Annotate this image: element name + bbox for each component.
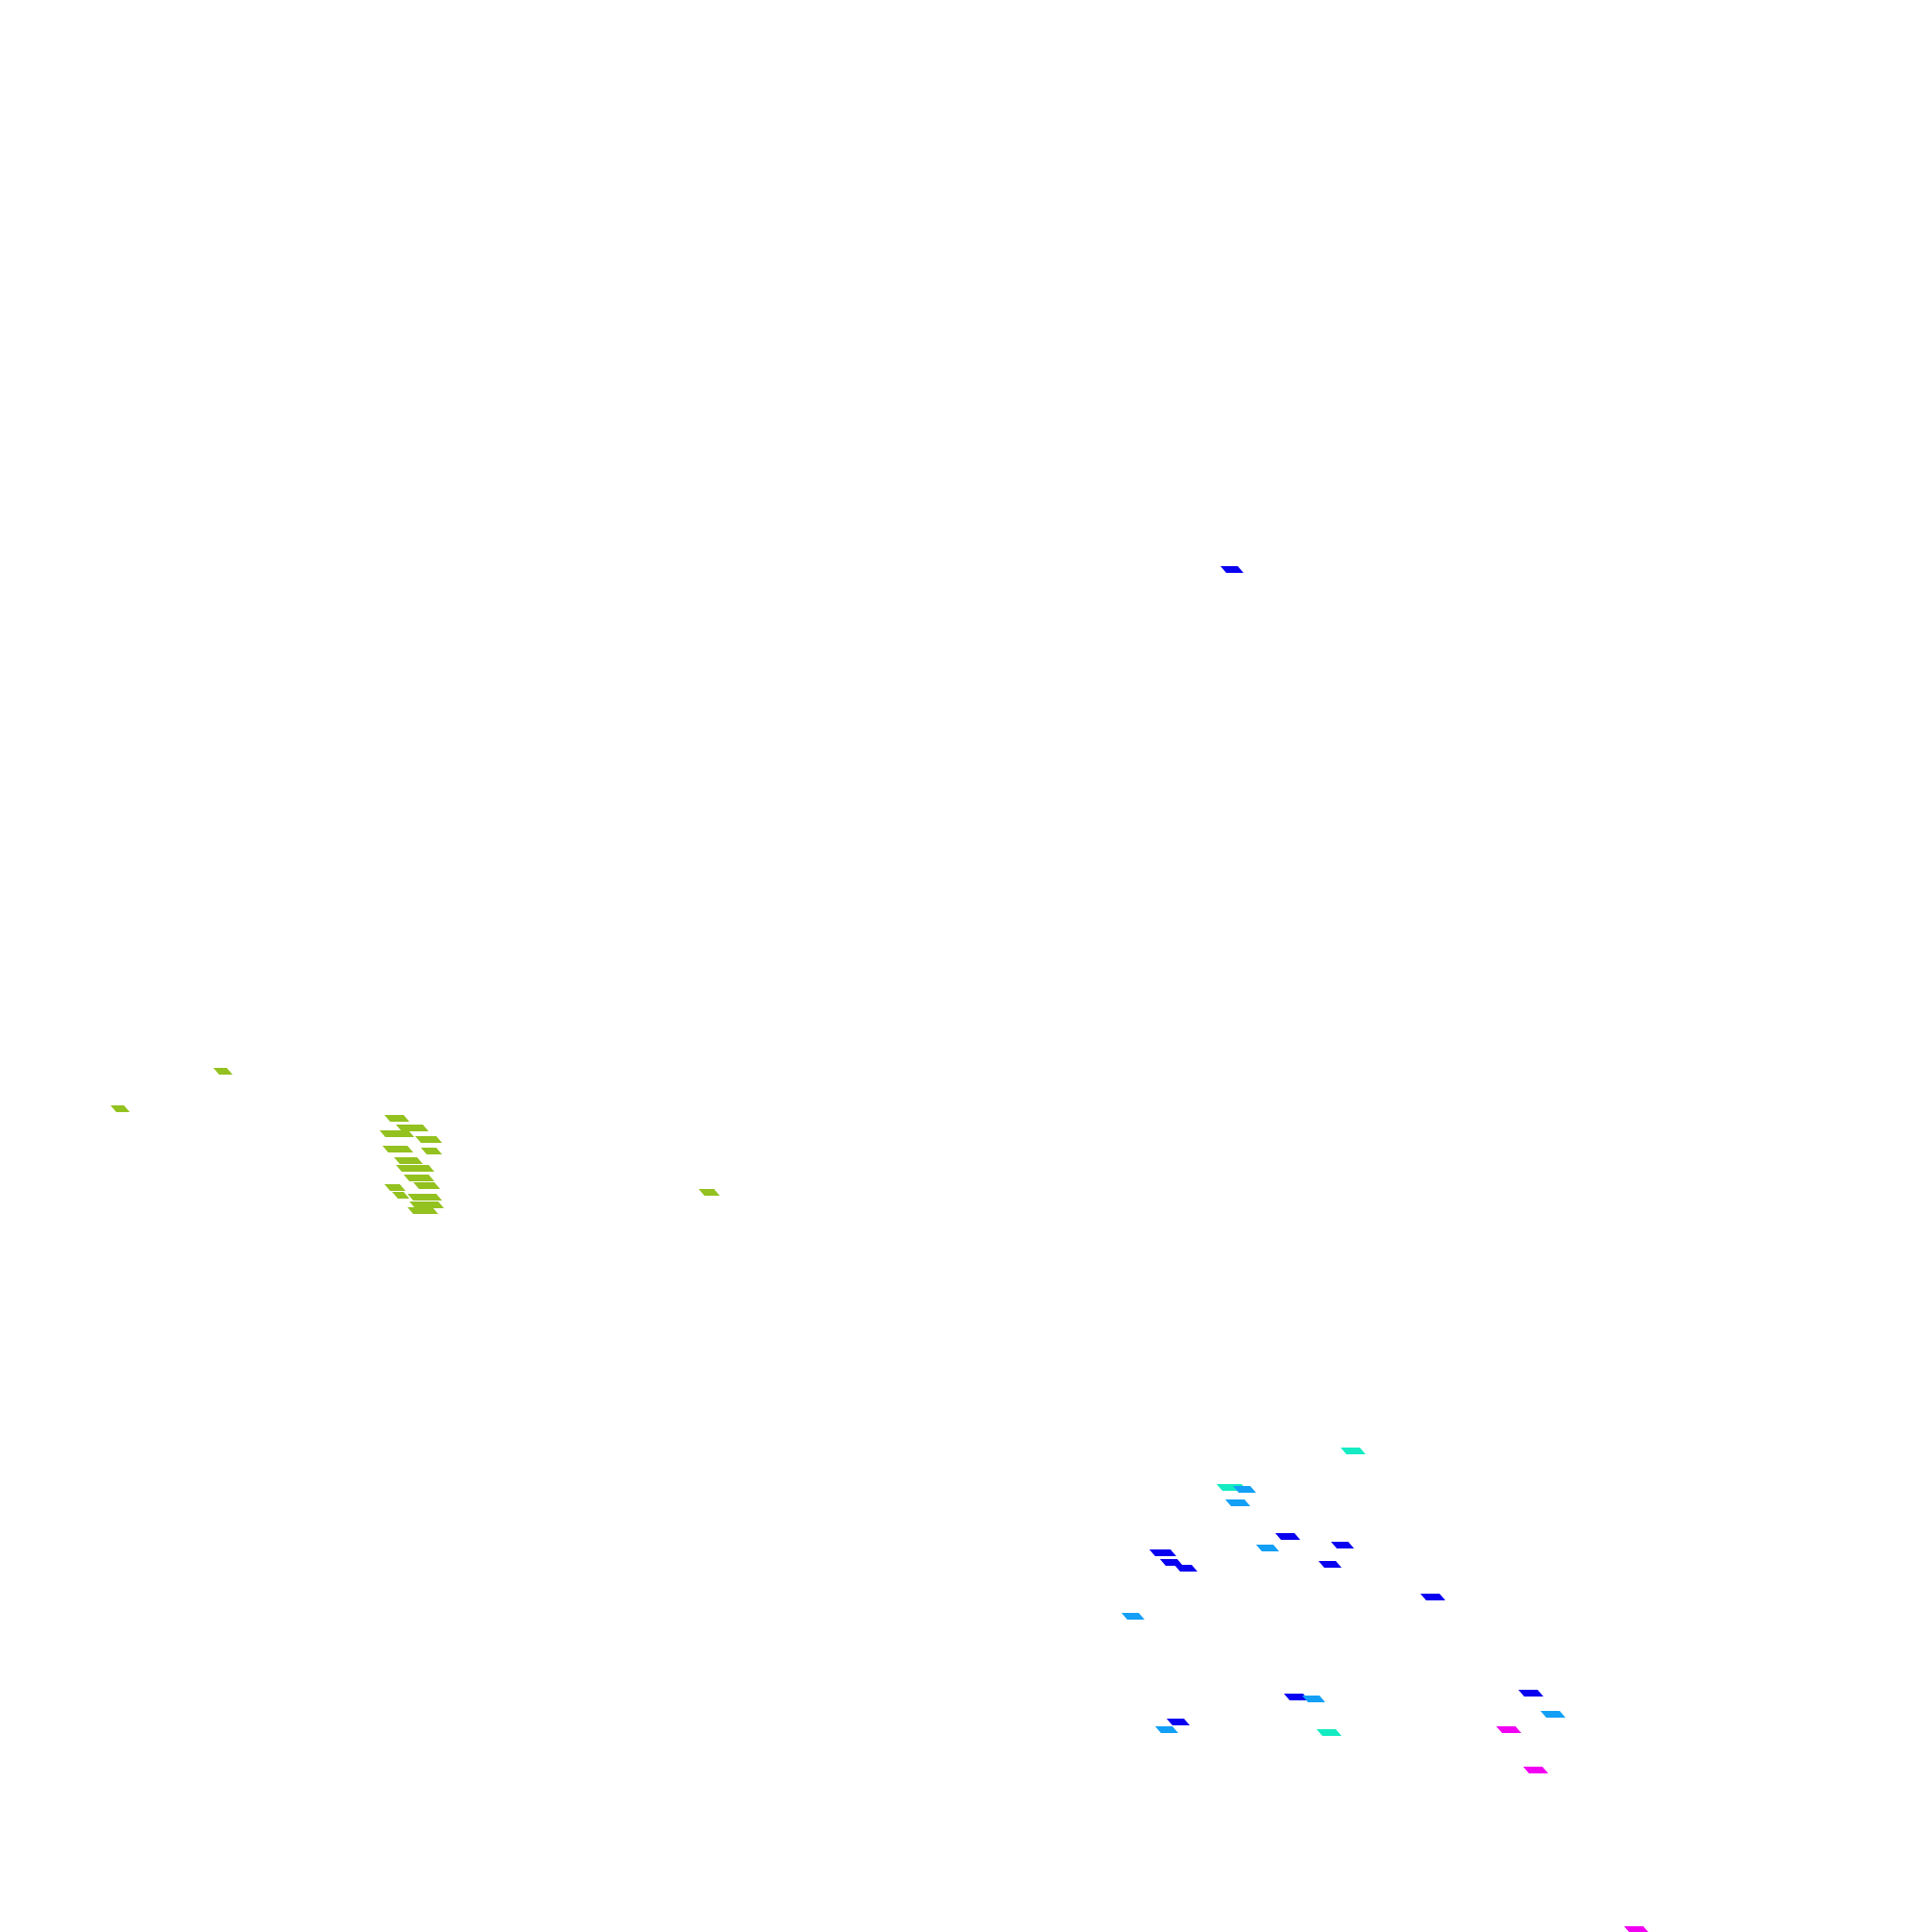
blue-marker (1318, 1561, 1342, 1568)
blue-marker (1149, 1549, 1176, 1556)
green-marker (392, 1192, 409, 1199)
sky-marker (1225, 1499, 1250, 1506)
blue-marker (1331, 1542, 1354, 1548)
green-marker (407, 1207, 438, 1214)
blue-marker (1518, 1690, 1543, 1697)
green-marker (384, 1115, 409, 1122)
sky-marker (1540, 1711, 1565, 1718)
green-marker (407, 1194, 442, 1201)
blue-marker (1160, 1559, 1183, 1566)
green-marker (421, 1148, 442, 1154)
green-marker (415, 1136, 442, 1143)
marks-layer (111, 566, 1649, 1932)
blue-marker (1420, 1594, 1445, 1600)
magenta-marker (1523, 1767, 1548, 1773)
green-marker (413, 1182, 440, 1189)
teal-marker (1341, 1448, 1366, 1454)
sky-marker (1121, 1613, 1145, 1620)
green-marker (394, 1157, 423, 1164)
sky-marker (1233, 1486, 1256, 1493)
green-marker (380, 1130, 414, 1137)
blue-marker (1275, 1533, 1300, 1540)
sky-marker (1256, 1545, 1279, 1551)
green-marker (382, 1146, 413, 1152)
green-marker (396, 1165, 415, 1172)
green-marker (213, 1068, 233, 1075)
sky-marker (1155, 1726, 1178, 1733)
green-marker (396, 1125, 429, 1131)
blue-marker (1220, 566, 1244, 573)
blue-marker (1174, 1565, 1197, 1572)
blue-marker (1167, 1719, 1190, 1725)
green-marker (404, 1175, 434, 1181)
green-marker (409, 1201, 444, 1208)
sky-marker (1302, 1696, 1325, 1702)
blue-marker (1284, 1694, 1309, 1700)
magenta-marker (1624, 1926, 1649, 1932)
green-marker (407, 1165, 434, 1172)
green-marker (699, 1189, 720, 1196)
green-marker (111, 1105, 130, 1112)
green-marker (384, 1184, 406, 1191)
teal-marker (1317, 1729, 1342, 1736)
magenta-marker (1496, 1726, 1521, 1733)
